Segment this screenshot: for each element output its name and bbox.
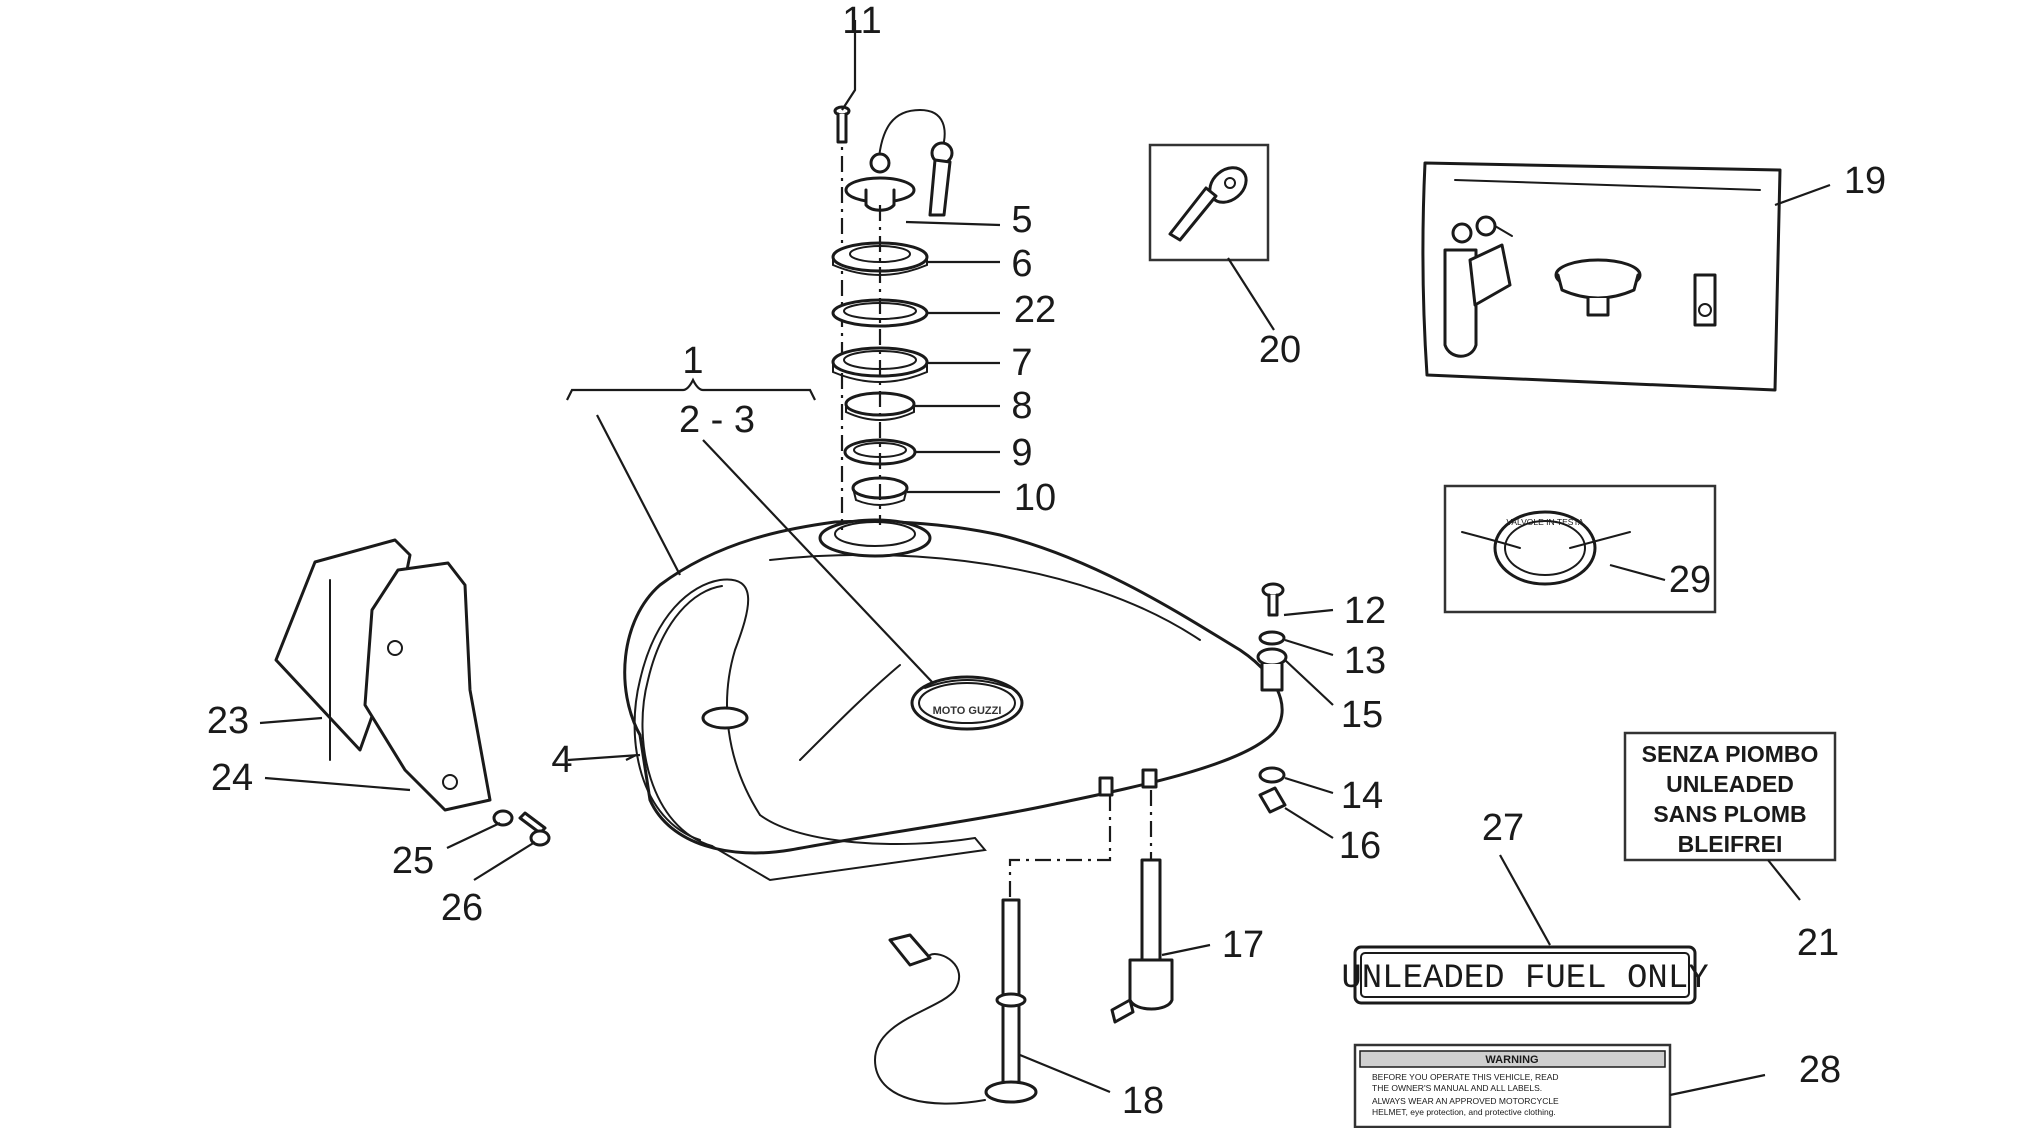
callout-27: 27 (1482, 807, 1524, 849)
callout-10: 10 (1014, 477, 1056, 519)
tank-logo-text: MOTO GUZZI (933, 705, 1002, 717)
warning-line-2: THE OWNER'S MANUAL AND ALL LABELS. (1372, 1083, 1542, 1093)
callout-13: 13 (1344, 640, 1386, 682)
callout-28: 28 (1799, 1049, 1841, 1091)
callouts: 1 2 - 3 4 5 6 22 7 8 9 10 11 12 13 15 14… (207, 0, 1886, 1122)
decal-27-unleaded-only: UNLEADED FUEL ONLY (1341, 945, 1709, 1005)
callout-17: 17 (1222, 924, 1264, 966)
fuel-cap-5 (844, 108, 954, 217)
callout-12: 12 (1344, 590, 1386, 632)
warning-line-4: HELMET, eye protection, and protective c… (1372, 1107, 1556, 1117)
callout-18: 18 (1122, 1080, 1164, 1122)
warning-title: WARNING (1485, 1054, 1538, 1066)
callout-14: 14 (1341, 775, 1383, 817)
fuel-level-sender-18 (873, 795, 1112, 1105)
decal-21-line-2: UNLEADED (1666, 771, 1794, 797)
callout-9: 9 (1011, 432, 1032, 474)
callout-1: 1 (682, 340, 703, 382)
callout-29: 29 (1669, 559, 1711, 601)
decal-27-text: UNLEADED FUEL ONLY (1341, 960, 1708, 998)
callout-2-3: 2 - 3 (679, 399, 755, 441)
warning-line-3: ALWAYS WEAR AN APPROVED MOTORCYCLE (1372, 1096, 1559, 1106)
lock-kit-bag-19 (1421, 161, 1782, 392)
decal-21-line-3: SANS PLOMB (1653, 801, 1806, 827)
callout-8: 8 (1011, 385, 1032, 427)
callout-15: 15 (1341, 694, 1383, 736)
decal-21-unleaded: SENZA PIOMBO UNLEADED SANS PLOMB BLEIFRE… (1623, 731, 1837, 862)
emblem-text: VALVOLE IN TESTA (1506, 517, 1584, 527)
warning-line-1: BEFORE YOU OPERATE THIS VEHICLE, READ (1372, 1072, 1559, 1082)
callout-7: 7 (1011, 342, 1032, 384)
callout-6: 6 (1011, 243, 1032, 285)
filler-cap-stack (831, 105, 954, 530)
callout-26: 26 (441, 887, 483, 929)
callout-21: 21 (1797, 922, 1839, 964)
callout-23: 23 (207, 700, 249, 742)
callout-11: 11 (842, 0, 881, 42)
key-box-20 (1148, 143, 1270, 262)
callout-25: 25 (392, 840, 434, 882)
callout-20: 20 (1259, 329, 1301, 371)
decal-28-warning: WARNING BEFORE YOU OPERATE THIS VEHICLE,… (1353, 1043, 1672, 1128)
callout-19: 19 (1844, 160, 1886, 202)
callout-24: 24 (211, 757, 253, 799)
emblem-box-29: VALVOLE IN TESTA (1443, 484, 1717, 614)
mount-hardware (1256, 582, 1288, 814)
decal-21-line-4: BLEIFREI (1678, 831, 1783, 857)
callout-22: 22 (1014, 289, 1056, 331)
callout-5: 5 (1011, 199, 1032, 241)
screw-11 (833, 105, 851, 144)
leader-lines (259, 20, 1831, 1097)
fuel-petcock-17 (1110, 790, 1174, 1024)
callout-16: 16 (1339, 825, 1381, 867)
decal-21-line-1: SENZA PIOMBO (1642, 741, 1819, 767)
callout-4: 4 (551, 739, 572, 781)
side-cover (274, 538, 551, 847)
fuel-tank: MOTO GUZZI (623, 518, 1284, 882)
